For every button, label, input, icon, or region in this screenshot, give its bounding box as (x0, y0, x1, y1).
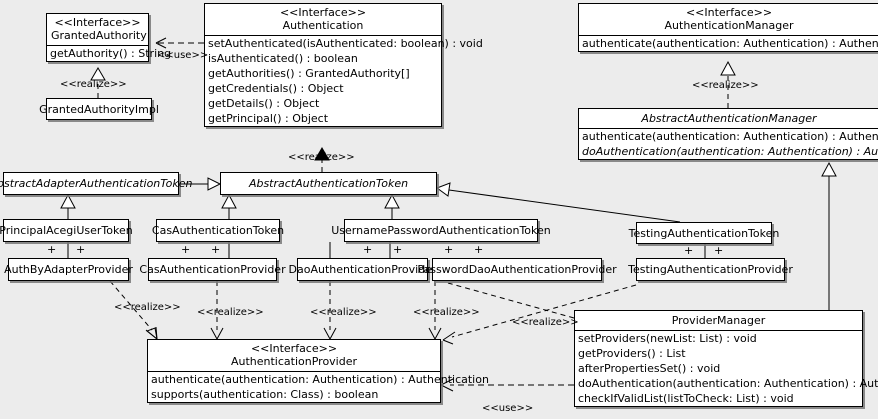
operation: isAuthenticated() : boolean (208, 52, 358, 65)
edge-label-realize-testing-provider: <<realize>> (512, 317, 579, 328)
class-name: GrantedAuthorityImpl (39, 102, 159, 116)
class-name: AbstractAuthenticationToken (248, 177, 409, 190)
class-name: UsernamePasswordAuthenticationToken (331, 224, 551, 237)
edge-label-realize-dao-provider: <<realize>> (310, 307, 377, 318)
association-plus-marker: + (181, 243, 191, 256)
edge-label-realize-password-dao-provider: <<realize>> (413, 307, 480, 318)
edge-label-use-granted-authority: <<use>> (157, 50, 209, 61)
association-plus-marker: + (444, 243, 454, 256)
class-auth-by-adapter-provider[interactable]: AuthByAdapterProvider (4, 258, 133, 281)
class-name: AbstractAuthenticationManager (641, 112, 817, 125)
operation: getAuthority() : String (50, 47, 172, 60)
class-name: AuthenticationManager (664, 19, 794, 32)
class-name: TestingAuthenticationProvider (628, 263, 793, 276)
association-plus-marker: + (363, 243, 373, 256)
operation: doAuthentication(authentication: Authent… (578, 377, 878, 390)
class-name: DaoAuthenticationProvider (288, 263, 437, 276)
class-name: ProviderManager (671, 314, 766, 327)
class-password-dao-authentication-provider[interactable]: PasswordDaoAuthenticationProvider (417, 258, 617, 281)
operation: setAuthenticated(isAuthenticated: boolea… (208, 37, 483, 50)
class-username-password-authentication-token[interactable]: UsernamePasswordAuthenticationToken (331, 219, 551, 242)
stereotype-label: <<Interface>> (54, 16, 141, 29)
operation: getAuthorities() : GrantedAuthority[] (208, 67, 410, 80)
class-header: AbstractAuthenticationManager (579, 109, 878, 128)
class-provider-manager[interactable]: ProviderManager setProviders(newList: Li… (574, 310, 878, 407)
stereotype-label: <<Interface>> (279, 6, 367, 19)
class-abstract-authentication-token[interactable]: AbstractAuthenticationToken (220, 172, 437, 195)
operations-compartment: authenticate(authentication: Authenticat… (579, 128, 878, 159)
class-dao-authentication-provider[interactable]: DaoAuthenticationProvider (289, 258, 437, 281)
class-name: PasswordDaoAuthenticationProvider (417, 263, 617, 276)
operations-compartment: authenticate(authentication: Authenticat… (579, 35, 878, 51)
stereotype-label: <<Interface>> (250, 342, 338, 355)
class-authentication-manager[interactable]: <<Interface>> AuthenticationManager auth… (578, 3, 878, 52)
class-cas-authentication-token[interactable]: CasAuthenticationToken (152, 219, 284, 242)
operations-compartment: authenticate(authentication: Authenticat… (148, 371, 489, 402)
operations-compartment: setProviders(newList: List) : void getPr… (575, 330, 878, 406)
association-plus-marker: + (684, 244, 694, 257)
class-name: PrincipalAcegiUserToken (0, 224, 133, 237)
class-name: Authentication (282, 19, 364, 32)
operation: setProviders(newList: List) : void (578, 332, 757, 345)
association-plus-marker: + (393, 243, 403, 256)
class-header: ProviderManager (575, 311, 862, 330)
stereotype-label: <<Interface>> (685, 6, 773, 19)
class-principal-acegi-user-token[interactable]: PrincipalAcegiUserToken (0, 219, 133, 242)
association-plus-marker: + (714, 244, 724, 257)
class-name: AuthenticationProvider (230, 355, 358, 368)
class-header: <<Interface>> AuthenticationManager (579, 4, 878, 35)
edge-label-use-provider-manager: <<use>> (482, 403, 534, 414)
class-name: CasAuthenticationToken (151, 224, 285, 237)
operation: getPrincipal() : Object (208, 112, 329, 125)
operation: getProviders() : List (578, 347, 686, 360)
class-granted-authority-impl[interactable]: GrantedAuthorityImpl (39, 98, 159, 120)
operation: authenticate(authentication: Authenticat… (582, 130, 878, 143)
class-authentication-provider[interactable]: <<Interface>> AuthenticationProvider aut… (147, 339, 489, 403)
association-plus-marker: + (47, 243, 57, 256)
association-plus-marker: + (76, 243, 86, 256)
operation: authenticate(authentication: Authenticat… (151, 373, 489, 386)
operation: afterPropertiesSet() : void (578, 362, 721, 375)
class-authentication[interactable]: <<Interface>> Authentication setAuthenti… (204, 3, 483, 127)
class-cas-authentication-provider[interactable]: CasAuthenticationProvider (139, 258, 286, 281)
operation: getDetails() : Object (208, 97, 320, 110)
edge-label-realize-abstract-authentication-token: <<realize>> (288, 152, 355, 163)
class-name: AuthByAdapterProvider (4, 263, 133, 276)
association-plus-marker: + (474, 243, 484, 256)
edge-label-realize-auth-by-adapter-provider: <<realize>> (114, 302, 181, 313)
class-header: <<Interface>> AuthenticationProvider (148, 340, 440, 371)
operation: authenticate(authentication: Authenticat… (582, 37, 878, 50)
operation: getCredentials() : Object (208, 82, 344, 95)
operation: doAuthentication(authentication: Authent… (582, 145, 878, 158)
class-testing-authentication-token[interactable]: TestingAuthenticationToken (629, 222, 779, 244)
operation: checkIfValidList(listToCheck: List) : vo… (578, 392, 794, 405)
association-plus-marker: + (211, 243, 221, 256)
class-abstract-adapter-authentication-token[interactable]: AbstractAdapterAuthenticationToken (0, 172, 192, 195)
class-name: GrantedAuthority (51, 29, 147, 42)
class-header: <<Interface>> GrantedAuthority (47, 14, 148, 45)
class-name: CasAuthenticationProvider (139, 263, 286, 276)
operations-compartment: setAuthenticated(isAuthenticated: boolea… (205, 35, 483, 126)
class-header: <<Interface>> Authentication (205, 4, 441, 35)
class-name: TestingAuthenticationToken (628, 226, 780, 240)
class-name: AbstractAdapterAuthenticationToken (0, 177, 193, 190)
edge-label-realize-granted-authority-impl: <<realize>> (60, 79, 127, 90)
edge-label-realize-abstract-authentication-manager: <<realize>> (692, 80, 759, 91)
operations-compartment: getAuthority() : String (47, 45, 172, 61)
edge-label-realize-cas-provider: <<realize>> (197, 307, 264, 318)
class-testing-authentication-provider[interactable]: TestingAuthenticationProvider (628, 258, 793, 281)
class-granted-authority[interactable]: <<Interface>> GrantedAuthority getAuthor… (46, 13, 172, 62)
class-abstract-authentication-manager[interactable]: AbstractAuthenticationManager authentica… (578, 108, 878, 160)
operation: supports(authentication: Class) : boolea… (151, 388, 379, 401)
